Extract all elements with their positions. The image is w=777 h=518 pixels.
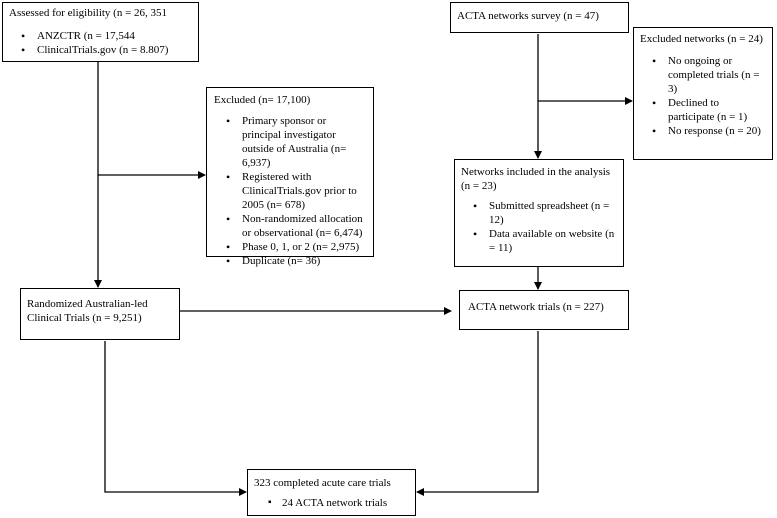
- acta-trials-box: ACTA network trials (n = 227): [459, 290, 629, 330]
- list-item: No response (n = 20): [640, 124, 767, 138]
- list-item: ANZCTR (n = 17,544: [9, 29, 192, 43]
- acta-trials-title: ACTA network trials (n = 227): [468, 301, 604, 313]
- list-item: Primary sponsor or principal investigato…: [214, 114, 367, 170]
- list-item: ClinicalTrials.gov (n = 8.807): [9, 43, 192, 57]
- list-item: No ongoing or completed trials (n = 3): [640, 54, 767, 96]
- list-item: Submitted spreadsheet (n = 12): [461, 199, 618, 227]
- networks-included-box: Networks included in the analysis (n = 2…: [454, 159, 624, 267]
- list-item: Declined to participate (n = 1): [640, 96, 767, 124]
- completed-box: 323 completed acute care trials 24 ACTA …: [247, 469, 416, 516]
- list-item: Non-randomized allocation or observation…: [214, 212, 367, 240]
- randomized-box: Randomized Australian-led Clinical Trial…: [20, 288, 180, 340]
- eligibility-box: Assessed for eligibility (n = 26, 351 AN…: [2, 2, 199, 62]
- list-item: Data available on website (n = 11): [461, 227, 618, 255]
- excluded-networks-title: Excluded networks (n = 24): [640, 33, 763, 45]
- list-item: Phase 0, 1, or 2 (n= 2,975): [214, 240, 367, 254]
- excluded-box: Excluded (n= 17,100) Primary sponsor or …: [206, 87, 374, 268]
- randomized-title: Randomized Australian-led Clinical Trial…: [27, 298, 148, 324]
- arrow-acta-to-completed: [416, 331, 539, 496]
- completed-title: 323 completed acute care trials: [254, 477, 391, 489]
- list-item: 24 ACTA network trials: [254, 496, 409, 510]
- list-item: Registered with ClinicalTrials.gov prior…: [214, 170, 367, 212]
- arrow-randomized-to-completed: [104, 341, 247, 496]
- excluded-title: Excluded (n= 17,100): [214, 94, 311, 106]
- networks-included-title: Networks included in the analysis (n = 2…: [461, 166, 611, 192]
- list-item: Duplicate (n= 36): [214, 254, 367, 268]
- excluded-networks-box: Excluded networks (n = 24) No ongoing or…: [633, 27, 773, 160]
- survey-box: ACTA networks survey (n = 47): [450, 2, 629, 33]
- eligibility-title: Assessed for eligibility (n = 26, 351: [9, 7, 168, 19]
- survey-title: ACTA networks survey (n = 47): [457, 10, 599, 22]
